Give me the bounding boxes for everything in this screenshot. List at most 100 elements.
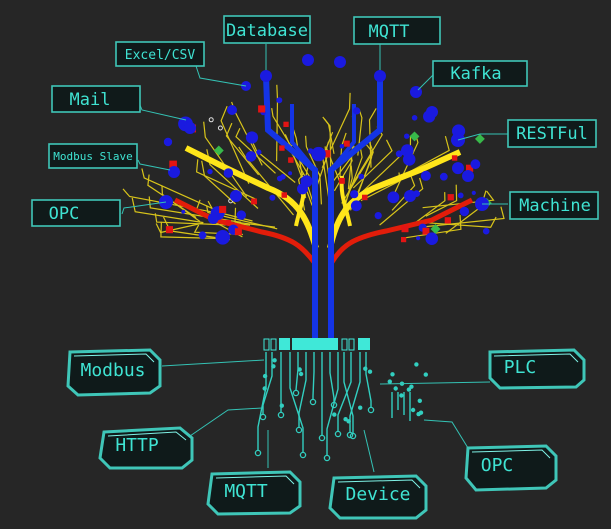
blue-branch-inner-right <box>329 104 356 172</box>
thin-branch <box>422 190 495 209</box>
pad-right-1 <box>341 338 348 351</box>
svg-text:MQTT: MQTT <box>224 481 268 502</box>
circuit-pad <box>410 407 416 413</box>
blue-node <box>198 231 207 240</box>
input-label-modbus: Modbus <box>66 348 265 397</box>
svg-text:Database: Database <box>226 21 308 41</box>
blue-node <box>457 192 464 199</box>
blue-node <box>471 190 476 195</box>
trace-end-pad <box>323 454 331 462</box>
blue-node <box>350 190 359 199</box>
tree-canopy <box>122 54 505 342</box>
red-node <box>281 192 287 198</box>
circuit-trace <box>329 352 335 403</box>
thin-branch <box>225 122 260 176</box>
white-ring-node <box>217 125 223 131</box>
blue-node <box>404 133 410 139</box>
trace-end-pad <box>299 451 307 459</box>
trace-end-pad <box>334 430 342 438</box>
pad-right-2 <box>348 338 355 351</box>
blue-node <box>339 144 345 149</box>
circuit-trace <box>326 352 339 456</box>
input-label-device: Device <box>328 429 428 520</box>
blue-node <box>353 107 361 115</box>
chip-right <box>358 338 370 350</box>
thin-branch <box>206 205 278 230</box>
thin-branch <box>154 213 239 226</box>
circuit-pad <box>262 373 268 379</box>
blue-node <box>256 149 262 155</box>
blue-node <box>374 212 382 220</box>
svg-text:Modbus: Modbus <box>80 360 145 381</box>
svg-text:RESTFul: RESTFul <box>516 124 588 144</box>
blue-node <box>163 137 173 147</box>
output-label-machine: Machine <box>482 191 599 220</box>
circuit-roots <box>254 338 428 462</box>
blue-node <box>459 206 470 217</box>
thin-branch <box>206 149 259 209</box>
white-ring-node <box>208 117 214 123</box>
circuit-pad <box>387 379 392 384</box>
thin-branch <box>276 84 279 162</box>
blue-node <box>482 227 490 235</box>
branch-tip-node <box>227 105 237 115</box>
output-label-kafka: Kafka <box>417 60 528 91</box>
blue-node <box>387 191 400 204</box>
blue-node <box>439 172 448 181</box>
blue-node <box>358 173 365 180</box>
red-node <box>219 205 227 213</box>
branch-tip-node <box>426 106 438 118</box>
red-node <box>234 228 242 236</box>
circuit-trace <box>289 352 304 453</box>
trace-end-pad <box>367 406 375 414</box>
branch-tip-node <box>334 56 346 68</box>
blue-node <box>402 153 416 166</box>
red-node <box>451 155 458 161</box>
trace-end-pad <box>346 431 354 439</box>
circuit-pad <box>393 386 398 391</box>
circuit-trace <box>365 352 372 408</box>
blue-node <box>300 175 313 188</box>
blue-node <box>288 171 293 176</box>
branch-tip-node <box>302 54 314 66</box>
red-node <box>288 157 294 163</box>
branch-tip-node <box>230 190 242 202</box>
blue-node <box>207 213 219 224</box>
red-node <box>323 150 331 158</box>
thin-branch <box>425 184 458 217</box>
red-branch-right <box>329 197 474 264</box>
red-node <box>466 164 474 172</box>
circuit-pad <box>390 372 395 377</box>
blue-node <box>420 170 431 181</box>
thin-branch <box>220 105 250 185</box>
circuit-pad <box>399 393 404 398</box>
pad-left-1 <box>263 338 270 351</box>
thin-branch <box>235 127 276 174</box>
output-label-opc: OPC <box>31 199 167 227</box>
circuit-trace <box>343 352 354 434</box>
thin-branch <box>341 143 374 204</box>
circuit-pad <box>279 403 284 408</box>
circuit-pad <box>409 384 414 389</box>
blue-node <box>311 146 326 162</box>
thin-branch <box>147 174 197 218</box>
thin-branch <box>415 192 446 223</box>
green-node <box>409 131 420 142</box>
thin-branch <box>368 108 377 168</box>
thin-branch <box>322 116 335 154</box>
thin-branch <box>203 121 248 198</box>
branch-tip-node <box>168 166 180 178</box>
svg-text:OPC: OPC <box>481 455 514 476</box>
red-node <box>339 177 345 184</box>
svg-text:MQTT: MQTT <box>369 22 410 42</box>
circuit-pad <box>358 405 363 410</box>
circuit-trace <box>312 352 315 400</box>
thin-branch <box>321 92 351 169</box>
svg-text:Device: Device <box>345 484 410 505</box>
blue-node <box>181 209 186 214</box>
output-label-restful: RESTFul <box>457 119 597 148</box>
circuit-pad <box>367 369 373 374</box>
svg-text:Kafka: Kafka <box>450 64 501 84</box>
circuit-pad <box>271 364 276 369</box>
